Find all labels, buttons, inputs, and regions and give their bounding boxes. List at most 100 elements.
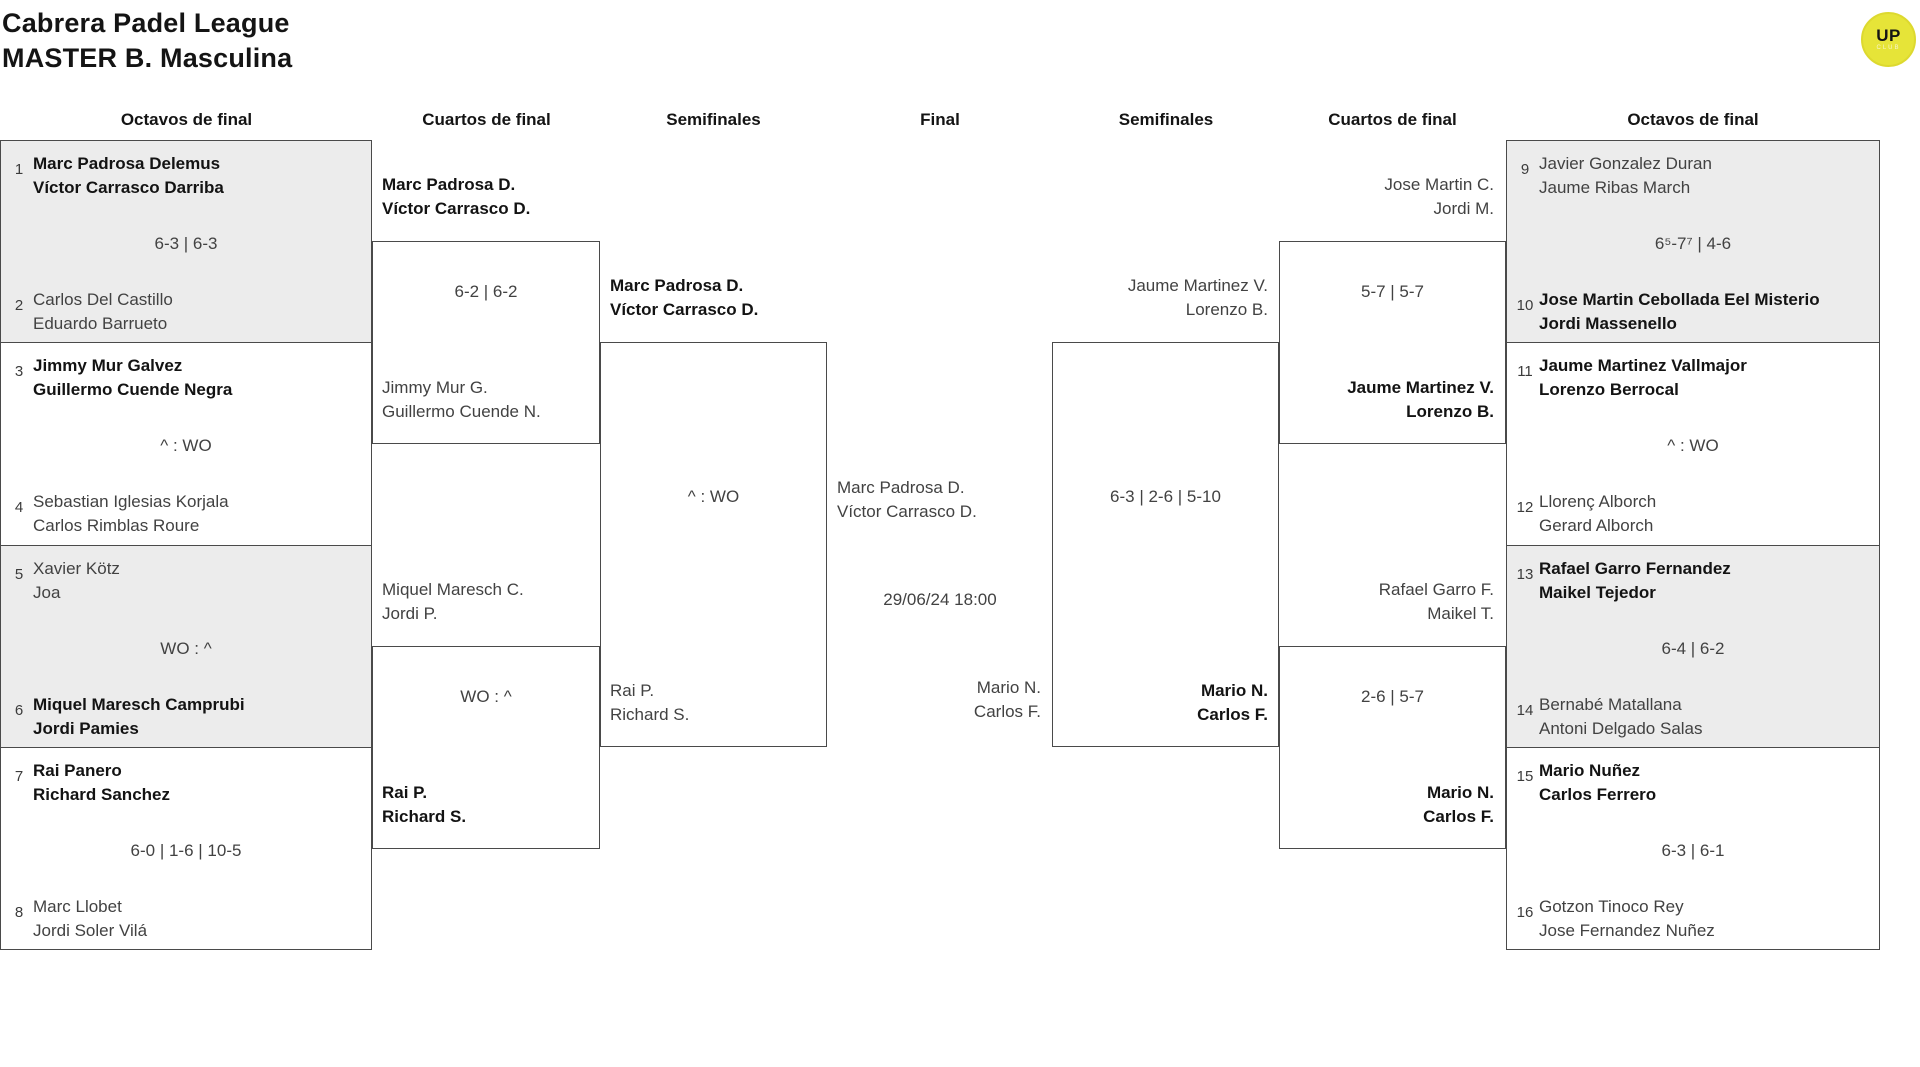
match-r16-6[interactable]: 11 Jaume Martinez Vallmajor Lorenzo Berr… [1507,342,1879,544]
team-pair: Javier Gonzalez Duran Jaume Ribas March [1539,152,1873,200]
round-header-final: Final [920,110,960,129]
player-name: Jaume Martinez Vallmajor [1539,356,1747,376]
team-pair: Mario N. Carlos F. [1279,781,1494,829]
team-pair: Rafael Garro Fernandez Maikel Tejedor [1539,557,1873,605]
seed-number: 15 [1516,767,1534,785]
final-team-right: Mario N. Carlos F. [827,676,1041,724]
seed-number: 7 [14,767,24,785]
round-header-qf-right: Cuartos de final [1328,110,1457,129]
team-pair: Marc Padrosa D. Víctor Carrasco D. [610,274,758,322]
match-score: 2-6 | 5-7 [1360,687,1424,706]
player-name: Carlos F. [1423,807,1494,826]
player-name: Lorenzo B. [1406,402,1494,421]
category-name: MASTER B. Masculina [2,43,293,73]
team-pair: Jose Martin C. Jordi M. [1279,173,1494,221]
r16-left-box: 1 Marc Padrosa Delemus Víctor Carrasco D… [0,140,372,950]
team-pair: Rai Panero Richard Sanchez [33,759,365,807]
match-r16-4[interactable]: 7 Rai Panero Richard Sanchez 6-0 | 1-6 |… [1,746,371,949]
seed-number: 9 [1520,161,1530,178]
match-score: 6-0 | 1-6 | 10-5 [130,840,242,860]
player-name: Joa [33,582,61,602]
team-pair: Marc Llobet Jordi Soler Vilá [33,895,365,943]
player-name: Víctor Carrasco D. [382,199,531,218]
round-header-sf-left: Semifinales [666,110,761,129]
team-pair: Jimmy Mur G. Guillermo Cuende N. [382,376,541,424]
match-qf-right-1[interactable] [1279,241,1506,444]
team-pair: Miquel Maresch Camprubi Jordi Pamies [33,693,365,741]
team-pair: Rai P. Richard S. [382,781,466,829]
page-title: Cabrera Padel League MASTER B. Masculina [2,6,292,76]
player-name: Gotzon Tinoco Rey [1539,896,1684,916]
seed-number: 10 [1516,297,1534,314]
team-pair: Marc Padrosa D. Víctor Carrasco D. [382,173,530,221]
player-name: Marc Llobet [33,896,122,916]
player-name: Mario N. [1426,783,1494,802]
final-team-left: Marc Padrosa D. Víctor Carrasco D. [837,476,977,524]
match-score: WO : ^ [460,687,512,706]
player-name: Carlos Ferrero [1539,784,1657,804]
player-name: Xavier Kötz [33,558,120,578]
player-name: Rafael Garro Fernandez [1539,558,1731,578]
round-header-r16-right: Octavos de final [1627,110,1759,129]
league-name: Cabrera Padel League [2,8,290,38]
player-name: Mario Nuñez [1539,760,1641,780]
player-name: Antoni Delgado Salas [1539,718,1703,738]
match-sf-right[interactable] [1052,342,1279,747]
player-name: Lorenzo Berrocal [1539,380,1679,400]
player-name: Jaume Ribas March [1539,178,1691,197]
player-name: Mario N. [976,678,1041,697]
player-name: Maikel Tejedor [1539,582,1656,602]
player-name: Richard Sanchez [33,784,170,804]
player-name: Víctor Carrasco Darriba [33,178,224,197]
team-pair: Bernabé Matallana Antoni Delgado Salas [1539,693,1873,741]
match-qf-right-2[interactable] [1279,646,1506,849]
team-pair: Gotzon Tinoco Rey Jose Fernandez Nuñez [1539,895,1873,943]
player-name: Marc Padrosa D. [610,276,744,295]
match-qf-left-2[interactable] [372,646,600,849]
match-score: WO : ^ [160,638,212,658]
player-name: Eduardo Barrueto [33,314,168,333]
team-pair: Mario Nuñez Carlos Ferrero [1539,759,1873,807]
seed-number: 8 [14,903,24,921]
match-r16-3[interactable]: 5 Xavier Kötz Joa WO : ^ 6 Miquel Maresc… [1,544,371,747]
player-name: Carlos Rimblas Roure [33,516,200,536]
team-pair: Jaume Martinez V. Lorenzo B. [1052,274,1268,322]
player-name: Jordi Pamies [33,718,139,738]
player-name: Rai Panero [33,760,122,780]
match-score: 6-2 | 6-2 [454,282,518,301]
match-r16-5[interactable]: 9 Javier Gonzalez Duran Jaume Ribas Marc… [1507,141,1879,343]
player-name: Rafael Garro F. [1378,580,1494,599]
match-score: 6-4 | 6-2 [1661,638,1725,658]
match-r16-2[interactable]: 3 Jimmy Mur Galvez Guillermo Cuende Negr… [1,342,371,544]
player-name: Marc Padrosa D. [837,478,965,497]
player-name: Jordi M. [1433,199,1494,218]
team-pair: Miquel Maresch C. Jordi P. [382,578,524,626]
logo-text: UP [1876,26,1901,45]
player-name: Miquel Maresch C. [382,580,524,599]
seed-number: 2 [14,297,24,314]
match-qf-left-1[interactable] [372,241,600,444]
match-score: 6-3 | 6-1 [1661,840,1725,860]
player-name: Miquel Maresch Camprubi [33,694,245,714]
match-r16-7[interactable]: 13 Rafael Garro Fernandez Maikel Tejedor… [1507,544,1879,747]
round-header-qf-left: Cuartos de final [422,110,551,129]
player-name: Richard S. [382,807,467,826]
team-pair: Marc Padrosa Delemus Víctor Carrasco Dar… [33,152,365,200]
player-name: Jordi Massenello [1539,314,1677,333]
team-pair: Sebastian Iglesias Korjala Carlos Rimbla… [33,490,365,538]
player-name: Víctor Carrasco D. [837,502,977,521]
player-name: Guillermo Cuende N. [382,402,541,421]
match-sf-left[interactable] [600,342,827,747]
club-logo: UP CLUB [1861,12,1916,67]
team-pair: Jimmy Mur Galvez Guillermo Cuende Negra [33,354,365,402]
match-r16-8[interactable]: 15 Mario Nuñez Carlos Ferrero 6-3 | 6-1 … [1507,746,1879,949]
seed-number: 14 [1516,701,1534,719]
match-r16-1[interactable]: 1 Marc Padrosa Delemus Víctor Carrasco D… [1,141,371,343]
player-name: Jose Fernandez Nuñez [1539,920,1715,940]
match-score: 6-3 | 6-3 [154,234,218,253]
player-name: Jordi Soler Vilá [33,920,148,940]
seed-number: 4 [14,499,24,517]
seed-number: 16 [1516,903,1534,921]
team-pair: Carlos Del Castillo Eduardo Barrueto [33,288,365,336]
match-score: ^ : WO [1667,436,1719,456]
